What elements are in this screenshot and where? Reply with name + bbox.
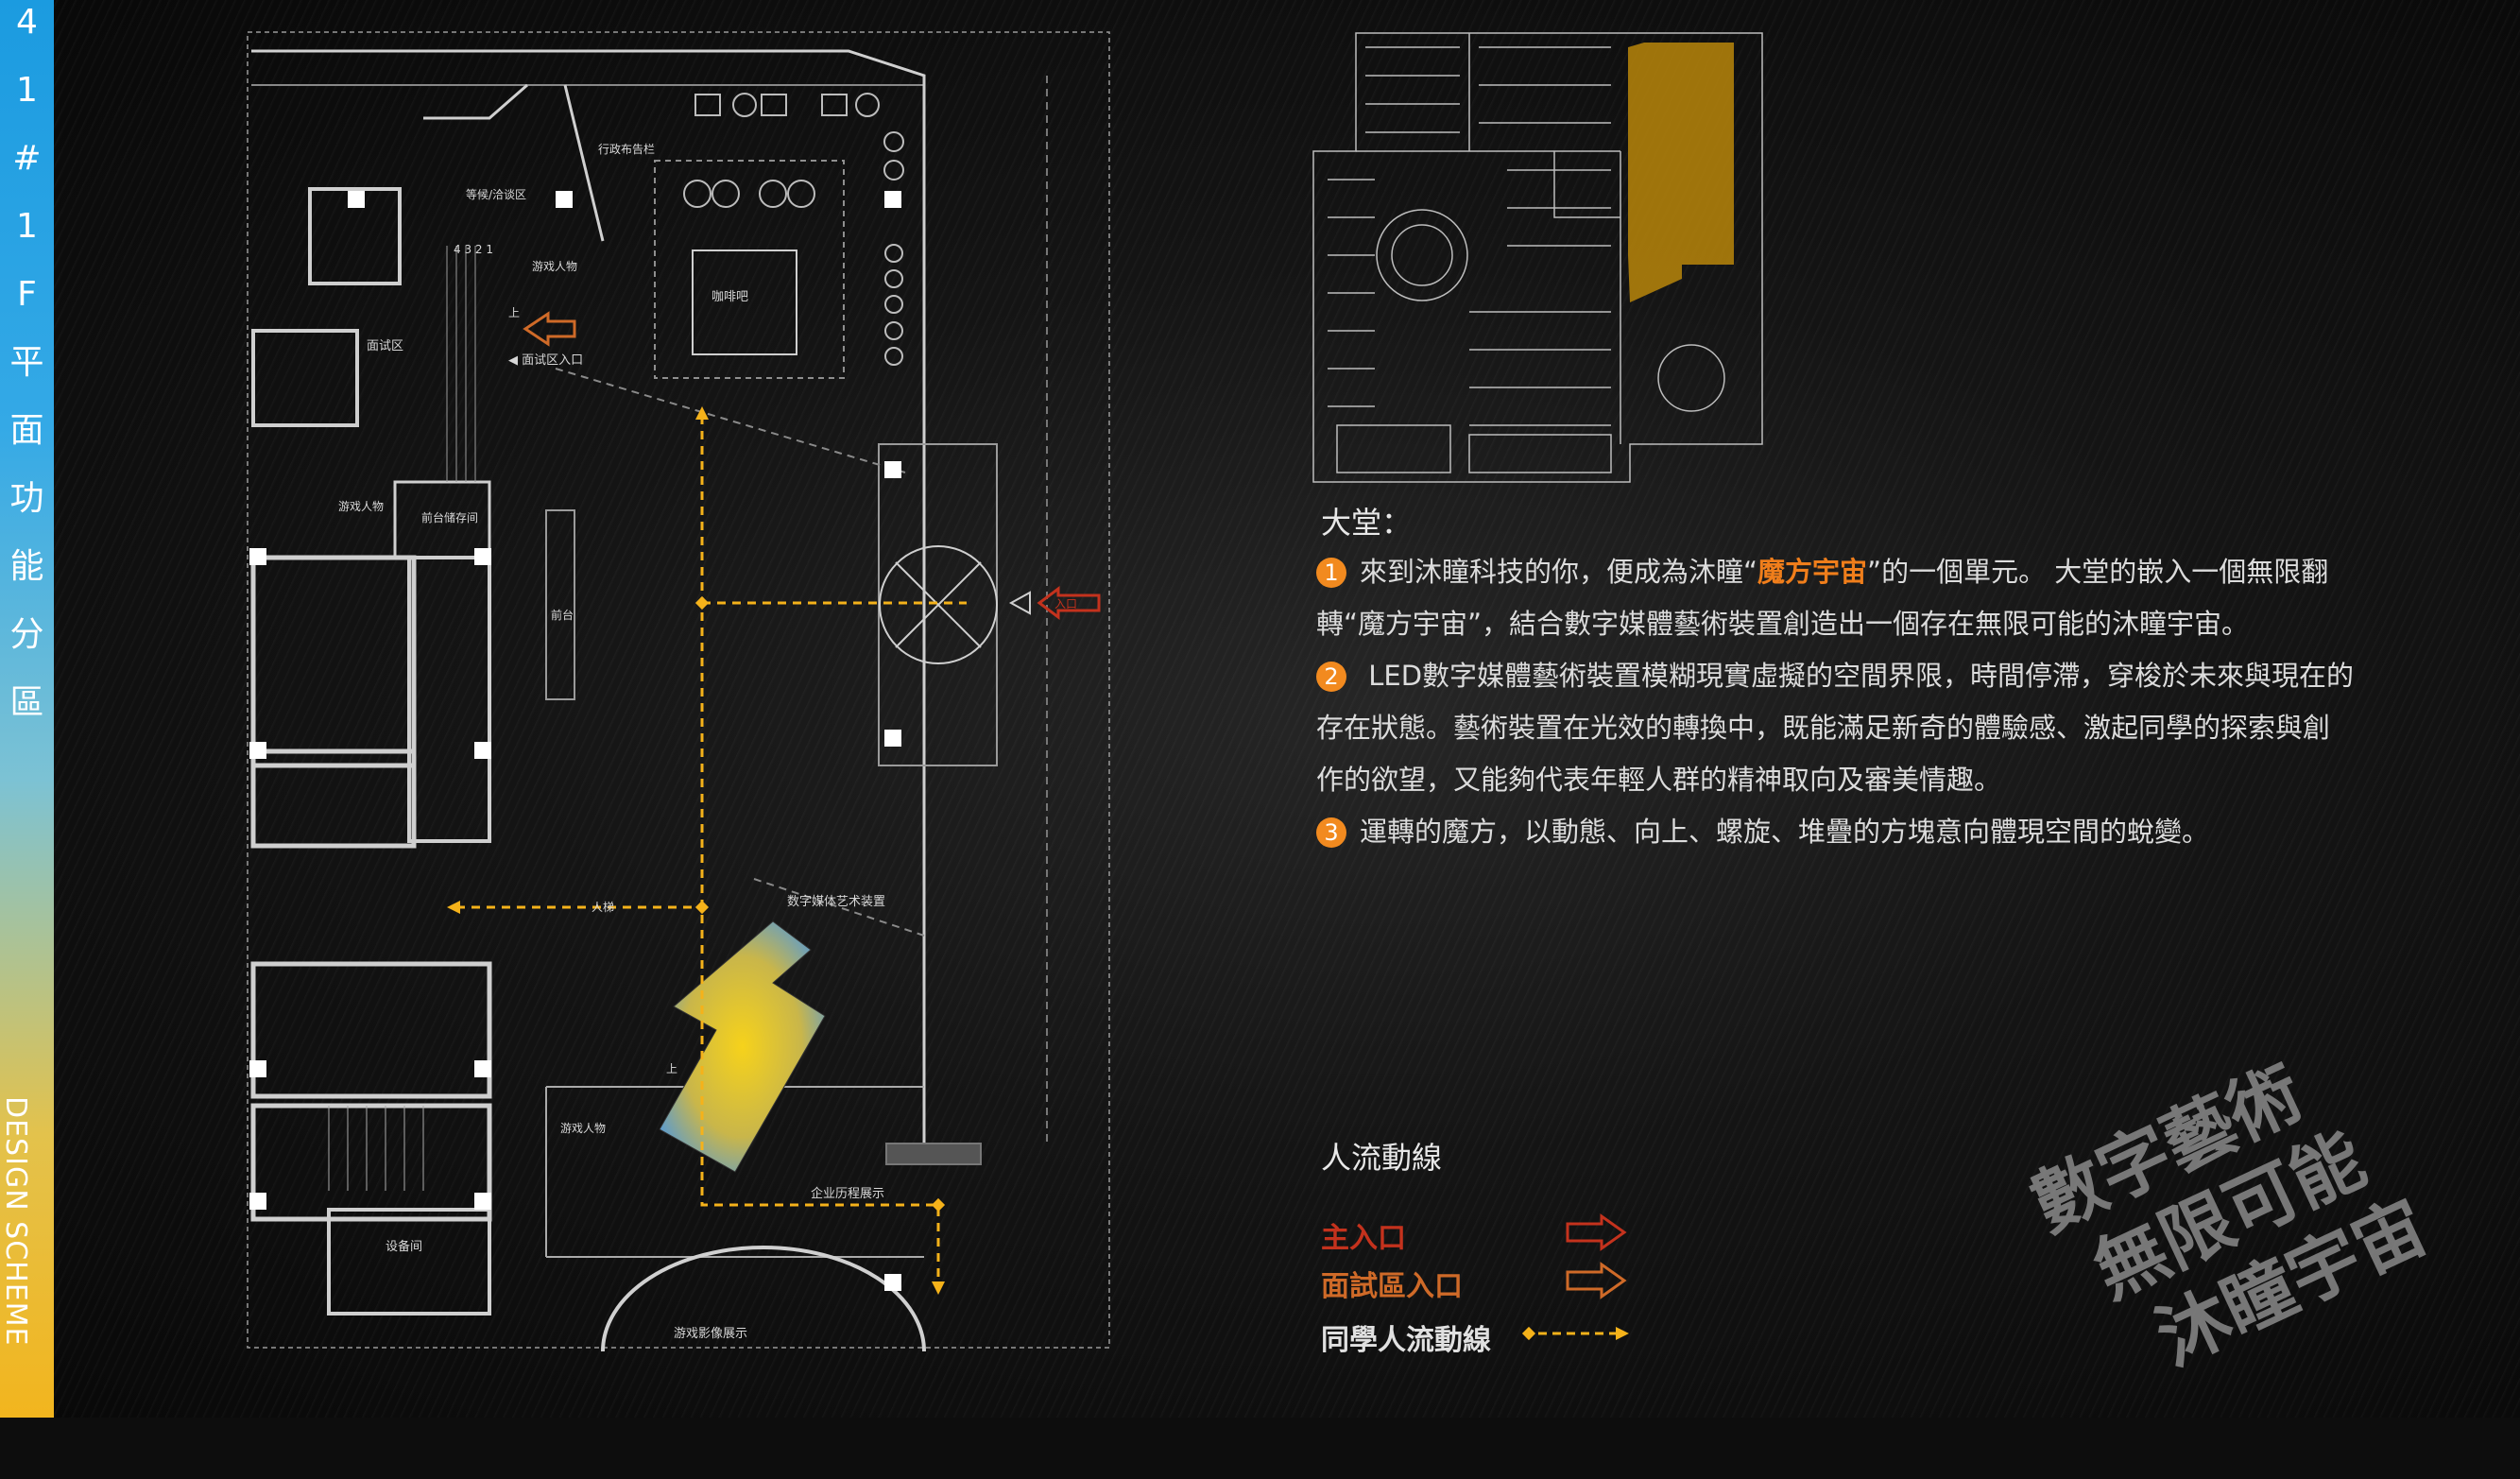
label-ladder: 人梯 xyxy=(591,901,614,914)
desc-line-4: 存在狀態。藝術裝置在光效的轉換中，既能滿足新奇的體驗感、激起同學的探索與創 xyxy=(1316,712,2331,744)
sidebar-char: F xyxy=(17,275,37,314)
cube-art-installation xyxy=(659,920,826,1173)
highlight-text: 魔方宇宙 xyxy=(1757,556,1868,588)
label-digital-art: 数字媒体艺术装置 xyxy=(787,895,885,909)
desc-line-6: 3 運轉的魔方，以動態、向上、螺旋、堆疊的方塊意向體現空間的蛻變。 xyxy=(1316,806,2431,858)
legend-main-entry: 主入口 xyxy=(1321,1222,1406,1255)
legend-arrow-orange-icon xyxy=(1566,1262,1627,1299)
label-interview-entry: ◀ 面试区入口 xyxy=(508,353,583,368)
sidebar-char: 面 xyxy=(9,411,44,450)
desc-line-5: 作的欲望，又能夠代表年輕人群的精神取向及審美情趣。 xyxy=(1316,764,2002,796)
label-up: 上 xyxy=(508,306,520,319)
desc-text: 來到沐瞳科技的你，便成為沐瞳“ xyxy=(1360,556,1758,588)
sidebar-english-title: DESIGN SCHEME xyxy=(0,1096,32,1347)
lobby-title: 大堂： xyxy=(1321,505,1413,541)
sidebar-char: 4 xyxy=(16,3,38,42)
desc-line-2: 轉“魔方宇宙”，結合數字媒體藝術裝置創造出一個存在無限可能的沐瞳宇宙。 xyxy=(1316,608,2250,640)
sidebar-char: 分 xyxy=(9,615,44,654)
label-game-character-1: 游戏人物 xyxy=(532,260,577,273)
legend-title: 人流動線 xyxy=(1321,1140,1443,1176)
background xyxy=(0,0,2520,1418)
desc-text: LED數字媒體藝術裝置模糊現實虛擬的空間界限，時間停滯，穿梭於未來與現在的 xyxy=(1360,660,2355,692)
label-game-character-2: 游戏人物 xyxy=(338,500,384,513)
label-front-desk: 前台 xyxy=(551,608,574,622)
sidebar-char: 能 xyxy=(9,547,44,586)
sidebar-char: 1 xyxy=(16,71,38,110)
num-badge-3: 3 xyxy=(1316,817,1346,848)
sidebar-char: 功 xyxy=(9,479,44,518)
sidebar-char: 區 xyxy=(9,683,44,722)
label-equipment-room: 设备间 xyxy=(386,1239,422,1254)
label-number-marks: 4 3 2 1 xyxy=(454,243,493,256)
label-game-character-3: 游戏人物 xyxy=(560,1122,606,1135)
label-admin-board: 行政布告栏 xyxy=(598,142,655,156)
label-enterprise-history: 企业历程展示 xyxy=(811,1186,884,1201)
label-coffee-bar: 咖啡吧 xyxy=(711,290,748,304)
floor-plan-overview xyxy=(1312,32,1763,483)
legend-interview-entry: 面試區入口 xyxy=(1321,1270,1463,1303)
desc-text: ”的一個單元。 大堂的嵌入一個無限翻 xyxy=(1867,556,2329,588)
label-waiting-area: 等候/洽谈区 xyxy=(466,188,526,201)
sidebar-char: 平 xyxy=(9,343,44,382)
label-front-storage: 前台储存间 xyxy=(421,510,478,525)
label-up-2: 上 xyxy=(666,1062,677,1075)
desc-line-1: 1 來到沐瞳科技的你，便成為沐瞳“魔方宇宙”的一個單元。 大堂的嵌入一個無限翻 xyxy=(1316,546,2431,598)
num-badge-2: 2 xyxy=(1316,662,1346,692)
sidebar-char: 1 xyxy=(16,207,38,246)
label-interview-area: 面试区 xyxy=(367,339,403,353)
legend-dashed-flow-icon xyxy=(1521,1326,1629,1341)
label-entrance: 入口 xyxy=(1054,597,1077,611)
sidebar-char: # xyxy=(12,139,42,178)
highlight-zone xyxy=(1628,43,1734,302)
desc-line-3: 2 LED數字媒體藝術裝置模糊現實虛擬的空間界限，時間停滯，穿梭於未來與現在的 xyxy=(1316,650,2431,702)
floor-plan-main: 行政布告栏 等候/洽谈区 4 3 2 1 游戏人物 咖啡吧 上 面试区 ◀ 面试… xyxy=(247,31,1110,1351)
lobby-description: 1 來到沐瞳科技的你，便成為沐瞳“魔方宇宙”的一個單元。 大堂的嵌入一個無限翻 轉… xyxy=(1316,546,2431,858)
legend-arrow-red-icon xyxy=(1566,1213,1627,1251)
desc-text: 運轉的魔方，以動態、向上、螺旋、堆疊的方塊意向體現空間的蛻變。 xyxy=(1360,816,2210,848)
label-game-video: 游戏影像展示 xyxy=(674,1327,747,1341)
legend-student-flow: 同學人流動線 xyxy=(1321,1324,1491,1357)
num-badge-1: 1 xyxy=(1316,558,1346,588)
